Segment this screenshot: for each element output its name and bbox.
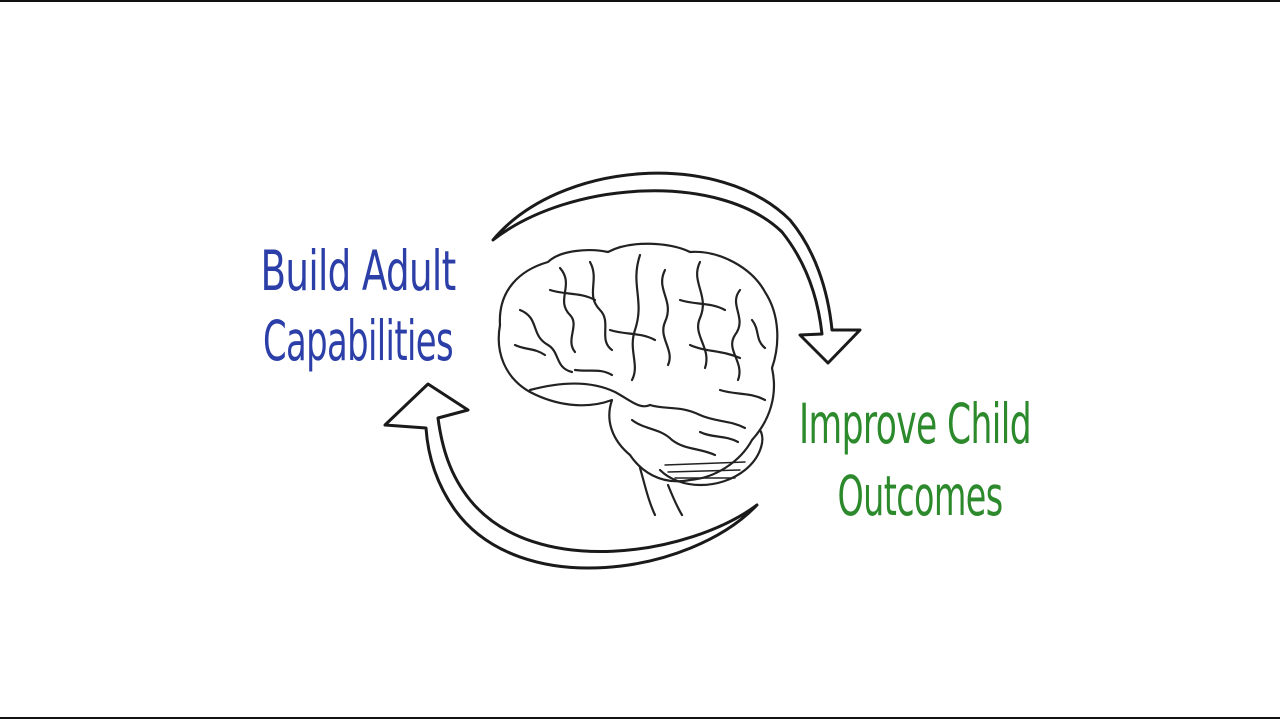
frame-top-border (0, 0, 1280, 2)
bottom-arrow (383, 382, 759, 570)
frame-bottom-border (0, 717, 1280, 719)
right-label-line1: Improve Child (799, 392, 1031, 456)
left-label-line2: Capabilities (263, 309, 453, 373)
left-label-line1: Build Adult (261, 239, 456, 303)
brain-icon (497, 242, 779, 517)
right-label-line2: Outcomes (838, 464, 1003, 528)
top-arrow (491, 171, 862, 365)
